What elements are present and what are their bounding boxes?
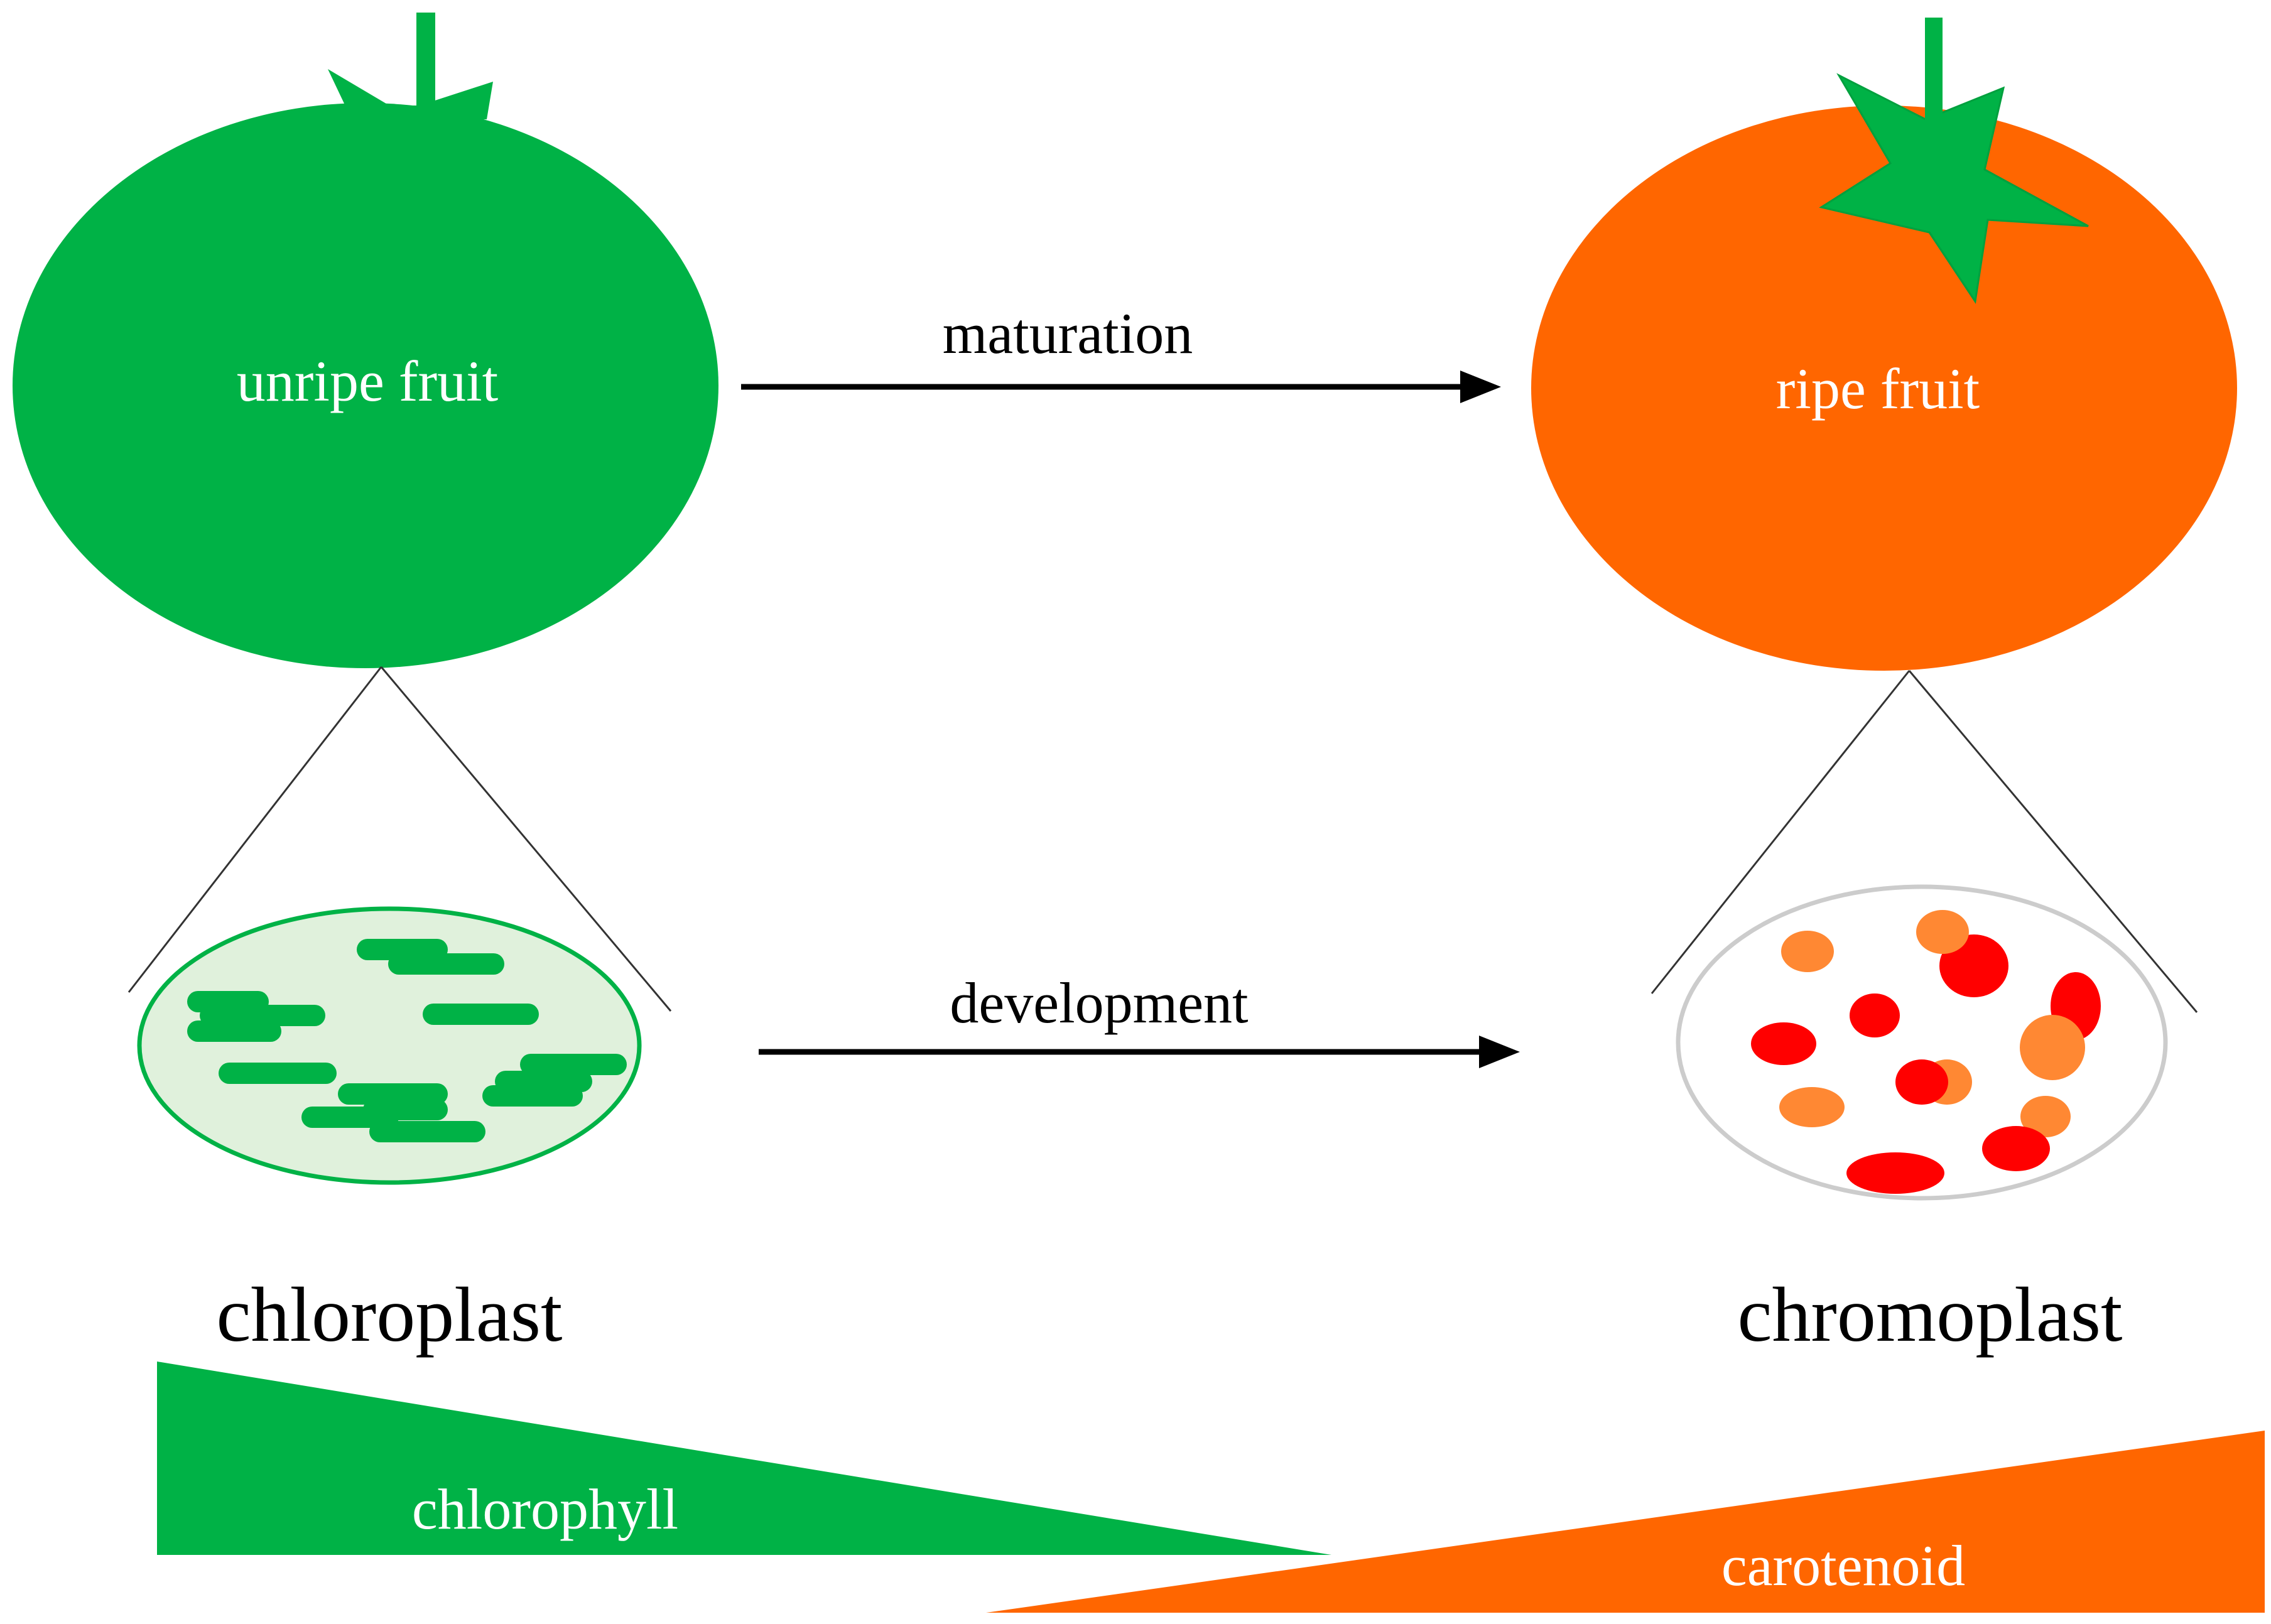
carotenoid-wedge [986,1431,2265,1613]
chlorophyll-label: chlorophyll [412,1477,678,1541]
unripe-zoom-lines [127,666,672,1012]
ripe-fruit-stem [1925,18,1943,175]
carotenoid-label: carotenoid [1721,1534,1965,1598]
unripe-fruit-stem [416,13,435,119]
carotenoid-globules [1751,910,2101,1194]
development-arrowhead [1479,1036,1520,1068]
ripe-fruit-label: ripe fruit [1776,357,1980,421]
chlorophyll-wedge [157,1361,1331,1555]
unripe-fruit-label: unripe fruit [237,349,499,413]
maturation-arrow-group: maturation [741,301,1501,403]
chloroplast-membrane [137,906,642,1185]
thylakoid-stacks [187,939,627,1142]
chloroplast-label: chloroplast [217,1272,563,1358]
maturation-label: maturation [943,301,1193,365]
ripe-fruit-group: ripe fruit [1531,18,2237,671]
development-label: development [950,971,1249,1035]
ripe-fruit-calyx-star [1819,73,2089,305]
ripe-fruit-body [1531,106,2237,671]
carotenoid-wedge-group: carotenoid [986,1431,2265,1613]
chromoplast-illustration [1676,884,2168,1201]
chlorophyll-wedge-group: chlorophyll [157,1361,1331,1555]
unripe-fruit-body [13,103,718,668]
development-arrow-group: development [759,971,1520,1068]
chloroplast-illustration [137,906,642,1185]
ripe-zoom-lines [1650,670,2198,1013]
unripe-fruit-group: unripe fruit [13,13,718,668]
unripe-fruit-calyx [328,69,493,119]
chromoplast-label: chromoplast [1738,1272,2123,1358]
maturation-arrowhead [1460,371,1501,403]
